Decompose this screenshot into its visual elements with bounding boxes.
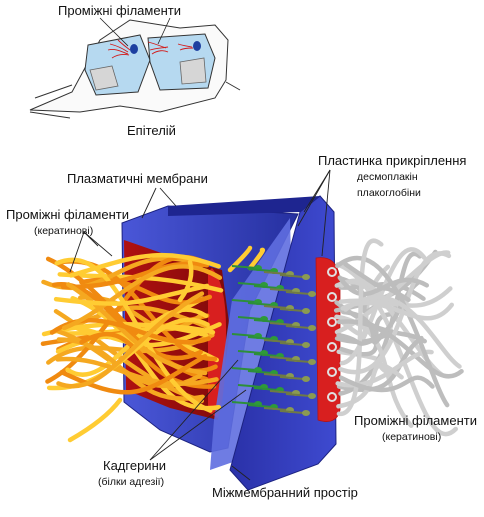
pointer-cadherin-2: [149, 389, 247, 461]
label-intermediate-filaments-top: Проміжні філаменти: [58, 3, 181, 18]
pointer-lines: [69, 169, 331, 481]
keratin-filament: [336, 335, 424, 393]
keratin-filament: [177, 259, 194, 303]
label-plasma-membranes: Плазматичні мембрани: [67, 171, 208, 186]
keratin-filament: [247, 247, 265, 271]
label-intermediate-filaments-right: Проміжні філаменти: [354, 413, 477, 428]
pointer-plasma-membrane-2: [159, 187, 177, 207]
nucleus-right: [193, 41, 201, 51]
inset-pointer-2: [157, 17, 171, 45]
nucleus-left: [130, 44, 138, 54]
keratin-filament: [336, 238, 384, 417]
keratin-filament: [55, 356, 219, 386]
keratin-filament: [56, 291, 205, 389]
keratin-filaments-right: [327, 238, 464, 437]
cell-base-right: [179, 57, 207, 85]
cadherin-proteins: [231, 265, 316, 416]
inset-filaments: [107, 39, 194, 59]
right-plaque: [315, 257, 341, 422]
pointer-plaque-2: [297, 169, 331, 227]
label-keratin-left: (кератинові): [34, 225, 94, 237]
cadherin: [285, 393, 316, 399]
keratin-filament: [61, 264, 223, 331]
label-keratin-right: (кератинові): [382, 431, 442, 443]
keratin-filament: [340, 300, 454, 321]
cell-base-left: [89, 65, 119, 91]
pointer-plaque-3: [321, 169, 331, 257]
cadherin: [279, 308, 310, 314]
label-desmoplakin: десмоплакін: [357, 171, 418, 183]
pointer-plasma-membrane-1: [141, 187, 157, 219]
epithelium-sheet-lines: [29, 81, 241, 119]
keratin-filament: [336, 331, 391, 346]
keratin-filaments-left: [40, 245, 265, 443]
keratin-filament: [54, 257, 213, 413]
filament-loop: [327, 267, 337, 277]
label-intermediate-filaments-left: Проміжні філаменти: [6, 207, 129, 222]
label-plakoglobin: плакоглобіни: [357, 187, 421, 199]
pointer-cadherin-1: [149, 359, 239, 461]
filament-loop: [327, 317, 337, 327]
intermembrane-wedge: [210, 218, 292, 470]
filament-loop: [327, 292, 337, 302]
label-adhesion-proteins: (білки адгезії): [98, 476, 165, 488]
keratin-filament: [338, 375, 435, 393]
cadherin: [279, 274, 310, 280]
pointer-space: [231, 465, 251, 481]
pointer-filaments-1: [69, 231, 85, 273]
label-cadherins: Кадгерини: [103, 458, 167, 473]
cadherin: [279, 376, 310, 382]
filament-loop: [327, 392, 337, 402]
keratin-filament: [67, 397, 123, 443]
label-intermembrane-space: Міжмембранний простір: [212, 485, 358, 500]
epithelium-inset: [29, 17, 241, 119]
label-attachment-plaque: Пластинка прикріплення: [318, 153, 467, 168]
cadherin: [285, 291, 316, 297]
cadherin: [279, 342, 310, 348]
filament-loop: [327, 367, 337, 377]
membrane-top-slab: [168, 196, 320, 216]
inset-pointer-1: [99, 17, 129, 47]
keratin-filament: [343, 262, 411, 303]
label-epithelium: Епітелій: [127, 123, 176, 138]
pointer-filaments-2: [83, 231, 113, 257]
pointer-filaments-3: [83, 231, 99, 247]
cadherin: [285, 325, 316, 331]
filament-loop: [327, 342, 337, 352]
cadherin: [285, 359, 316, 365]
cadherin: [279, 410, 310, 416]
keratin-filament: [68, 252, 221, 278]
